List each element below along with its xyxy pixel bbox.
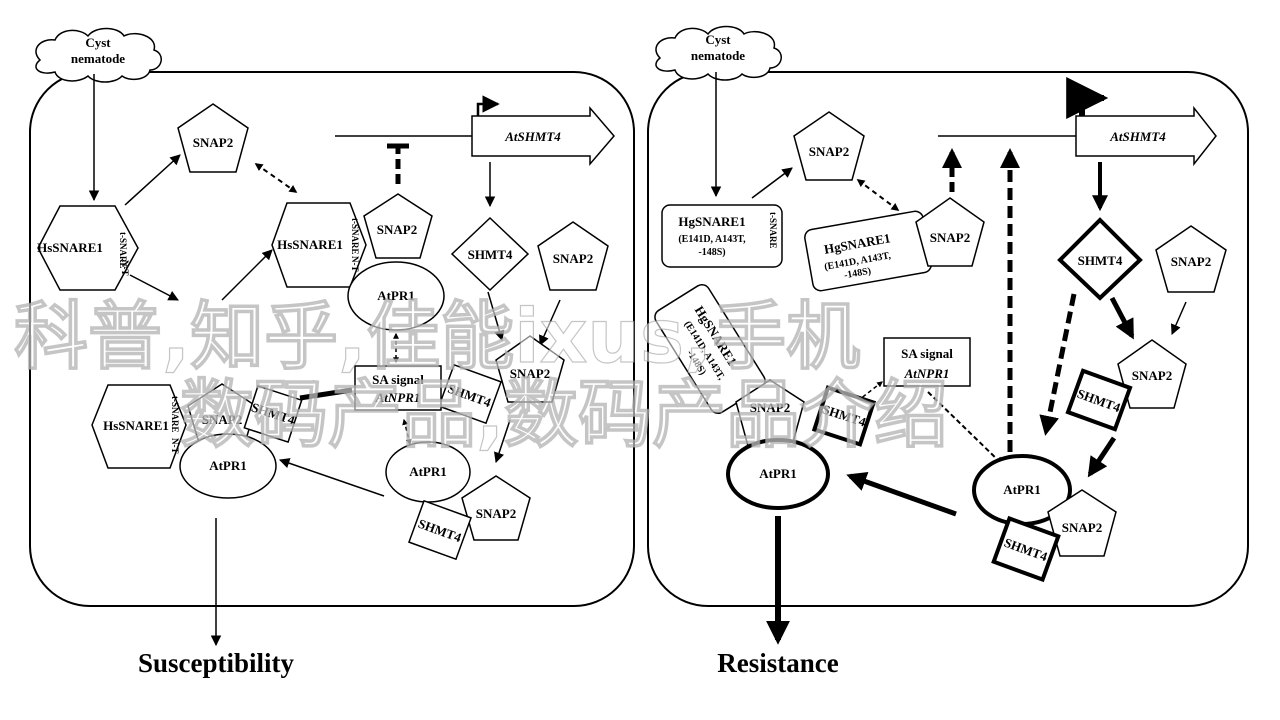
atnpr1-label: AtNPR1 [375,390,421,405]
hgsnare1-complex: HgSNARE1 (E141D, A143T, -148S) SNAP2 [804,197,985,292]
hgsnare1-bottom-complex: HgSNARE1 (E141D, A143T, -148S) SNAP2 SHM… [654,283,877,510]
atshmt4-gene: AtSHMT4 [471,95,615,167]
lower-atpr1-label: AtPR1 [409,464,447,479]
arrow-atpr1-to-complex [221,249,273,301]
cyst-nematode-cloud: Cyst nematode [35,27,162,83]
arrow-snap2-down [539,299,561,346]
shmt4-snap2-right-complex: SNAP2 SHMT4 [1065,339,1187,432]
arrow-lower-to-bottom [279,458,385,497]
lower-snap2-right-label: SNAP2 [1062,520,1102,535]
arrow-snare-to-atpr1 [129,274,179,301]
nt-label: N-T [120,260,130,276]
shmt4-snap2-mid-complex: SNAP2 SHMT4 [438,335,565,425]
complex-snap2-label: SNAP2 [377,222,417,237]
hssnare1-bottom-complex: HsSNARE1 t-SNARE N-T SNAP2 SHMT4 AtPR1 [91,383,303,499]
snap2-right-label: SNAP2 [553,251,593,266]
shmt4-node: SHMT4 [450,216,530,292]
watermark-overlay: 科普,知乎,佳能ixus,手机 数码产品,数码产品介绍 [13,293,948,458]
hgsnare1-mut1: (E141D, A143T, [678,234,746,245]
snap2-label: SNAP2 [193,135,233,150]
complex-hgsnare-mut2: -148S) [843,266,872,282]
watermark-line2: 数码产品,数码产品介绍 [180,372,948,458]
snap2-node-right: SNAP2 [793,111,865,181]
nematode-label: nematode [71,51,125,66]
arrow-snare-to-snap2 [124,154,181,206]
bottom-atpr1-right-label: AtPR1 [759,466,797,481]
arrow-snap2-to-complex-right [1170,301,1187,335]
panel-right: Cyst nematode HgSNARE1 (E141D, A143T, -1… [647,25,1249,678]
arrow-lower-to-bottom-right [846,471,957,517]
bottom-tsnare: t-SNARE [170,396,180,433]
right-mid-snap2-label: SNAP2 [1132,368,1172,383]
snap2-far-right-node: SNAP2 [1155,225,1227,293]
bottom-nt: N-T [170,438,180,454]
dashed-snap2-right [856,179,900,211]
sa-signal-label: SA signal [372,372,424,387]
cyst-nematode-cloud-right: Cyst nematode [655,25,782,81]
outcome-resistance: Resistance [717,648,838,678]
atshmt4-gene-right: AtSHMT4 [1066,77,1217,167]
arrow-mid-to-lower [494,419,511,463]
panel-left: Cyst nematode HsSNARE1 t-SNARE N-T SNAP2… [29,27,635,678]
cyst-label-right: Cyst [705,32,731,47]
sa-signal-right-label: SA signal [901,346,953,361]
snap2-label-right: SNAP2 [809,144,849,159]
nematode-label-right: nematode [691,48,745,63]
bottom-snap2-right-label: SNAP2 [750,400,790,415]
bottom-snap2-label: SNAP2 [202,412,242,427]
cell-boundary [29,71,635,607]
dashed-shmt4-to-atpr1 [1039,293,1077,436]
hgsnare1-tsnare: t-SNARE [768,212,778,249]
arrow-hgsnare-to-snap2 [751,167,793,199]
outcome-susceptibility: Susceptibility [138,648,295,678]
dashed-sa-to-atpr1-right [927,391,1004,466]
cell-boundary-right [647,71,1249,607]
complex-snap2-right-label: SNAP2 [930,230,970,245]
cyst-label: Cyst [85,35,111,50]
hgsnare1-label: HgSNARE1 [678,214,745,229]
sa-signal-box-right: SA signal AtNPR1 [883,337,971,387]
shmt4-label: SHMT4 [468,247,513,262]
complex-tsnare: t-SNARE [350,218,360,255]
bottom-snare-label: HsSNARE1 [103,418,169,433]
shmt4-node-right: SHMT4 [1057,217,1143,301]
atpr1-lower-complex: AtPR1 SNAP2 SHMT4 [385,441,531,561]
arrow-shmt4-down [487,291,505,342]
complex-atpr1-label: AtPR1 [377,288,415,303]
atshmt4-label: AtSHMT4 [504,129,561,144]
atshmt4-right-label: AtSHMT4 [1109,129,1166,144]
tsnare-label: t-SNARE [118,232,128,269]
snap2-node: SNAP2 [177,103,249,173]
complex-nt: N-T [350,256,360,272]
watermark-line1: 科普,知乎,佳能ixus,手机 [14,294,860,380]
arrow-complex-to-atpr1-right [1087,436,1117,478]
hssnare1-label: HsSNARE1 [37,240,103,255]
snap2-right-node: SNAP2 [537,221,609,291]
shmt4-right-label: SHMT4 [1078,253,1123,268]
hgsnare1-node: HgSNARE1 (E141D, A143T, -148S) t-SNARE [661,204,783,268]
snap2-far-right-label: SNAP2 [1171,254,1211,269]
bottom-atpr1-label: AtPR1 [209,458,247,473]
sa-inhibit-line [299,387,353,401]
hssnare1-node: HsSNARE1 t-SNARE N-T [37,205,139,291]
arrow-shmt4-to-complex-right [1109,296,1135,340]
atnpr1-right-label: AtNPR1 [904,366,950,381]
atpr1-lower-complex-right: AtPR1 SNAP2 SHMT4 [972,454,1117,583]
mid-snap2-label: SNAP2 [510,366,550,381]
hgsnare1-mut2: -148S) [698,247,725,258]
sa-signal-box: SA signal AtNPR1 [354,365,442,411]
lower-snap2-label: SNAP2 [476,506,516,521]
complex-snare-label: HsSNARE1 [277,237,343,252]
dashed-snap2-complex [254,163,298,193]
hssnare1-complex: HsSNARE1 t-SNARE N-T SNAP2 AtPR1 [271,193,445,331]
lower-atpr1-right-label: AtPR1 [1003,482,1041,497]
